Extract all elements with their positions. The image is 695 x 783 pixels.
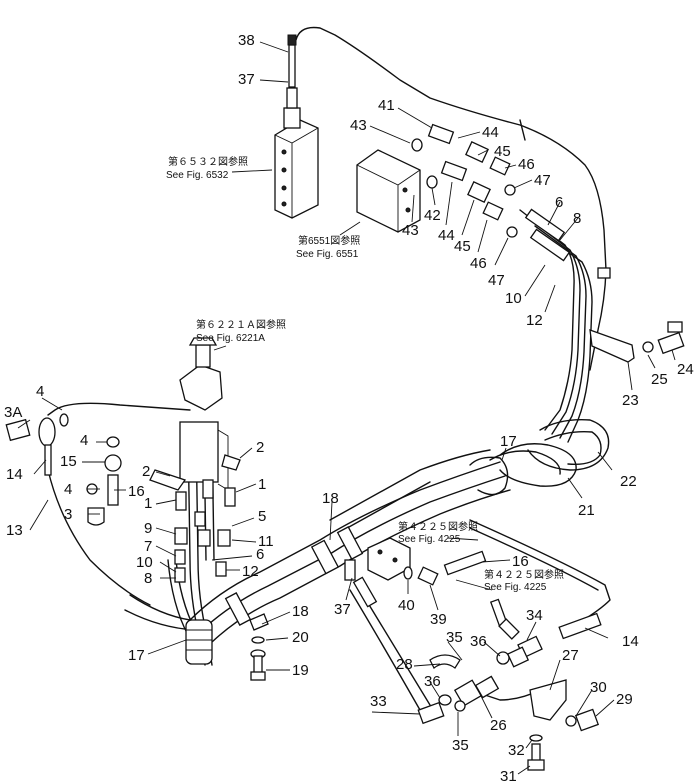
callout-26: 26 <box>490 717 507 734</box>
callout-43: 43 <box>350 117 367 134</box>
callout-46: 46 <box>518 156 535 173</box>
callout-2: 2 <box>256 439 264 456</box>
callout-47: 47 <box>488 272 505 289</box>
callout-31: 31 <box>500 768 517 783</box>
callout-7: 7 <box>144 538 152 555</box>
callout-8: 8 <box>144 570 152 587</box>
ref-6221a-en: See Fig. 6221A <box>196 333 265 344</box>
valve-block-6532 <box>274 34 319 219</box>
callout-8: 8 <box>573 210 581 227</box>
callout-18: 18 <box>292 603 309 620</box>
bracket-23-bolt-24 <box>589 321 685 363</box>
ref-6532-jp: 第６５３２図参照 <box>168 155 248 168</box>
callout-1: 1 <box>258 476 266 493</box>
callout-numbers: 38 37 41 43 44 45 46 47 6 8 42 43 44 45 … <box>4 32 694 783</box>
valve-block-6551 <box>356 149 421 233</box>
callout-14: 14 <box>622 633 639 650</box>
callout-33: 33 <box>370 693 387 710</box>
callout-37: 37 <box>334 601 351 618</box>
junction-block-4225 <box>344 537 487 608</box>
ref-6551-en: See Fig. 6551 <box>296 249 359 260</box>
callout-5: 5 <box>258 508 266 525</box>
callout-4: 4 <box>64 481 72 498</box>
callout-43: 43 <box>402 222 419 239</box>
callout-39: 39 <box>430 611 447 628</box>
callout-46: 46 <box>470 255 487 272</box>
ref-6551-jp: 第6551図参照 <box>298 234 360 247</box>
sensor-fittings-left <box>5 413 122 526</box>
callout-3a: 3A <box>4 404 22 421</box>
callout-3: 3 <box>64 506 72 523</box>
callout-25: 25 <box>651 371 668 388</box>
clamp-block-17 <box>185 613 269 681</box>
callout-17: 17 <box>500 433 517 450</box>
callout-10: 10 <box>136 554 153 571</box>
callout-11: 11 <box>258 533 274 550</box>
callout-18: 18 <box>322 490 339 507</box>
callout-44: 44 <box>438 227 455 244</box>
ref-4225a-en: See Fig. 4225 <box>398 534 461 545</box>
callout-6: 6 <box>256 546 264 563</box>
callout-28: 28 <box>396 656 413 673</box>
callout-15: 15 <box>60 453 77 470</box>
callout-22: 22 <box>620 473 637 490</box>
callout-6: 6 <box>555 194 563 211</box>
callout-35: 35 <box>452 737 469 754</box>
figure-references: 第６５３２図参照 See Fig. 6532 第6551図参照 See Fig.… <box>166 155 564 593</box>
callout-32: 32 <box>508 742 525 759</box>
callout-29: 29 <box>616 691 633 708</box>
fittings-center <box>174 479 236 583</box>
fittings-upper-right <box>411 123 611 279</box>
callout-47: 47 <box>534 172 551 189</box>
leader-lines <box>17 41 676 775</box>
callout-2: 2 <box>142 463 150 480</box>
callout-21: 21 <box>578 502 595 519</box>
callout-19: 19 <box>292 662 309 679</box>
callout-44: 44 <box>482 124 499 141</box>
callout-36: 36 <box>470 633 487 650</box>
callout-42: 42 <box>424 207 441 224</box>
callout-1: 1 <box>144 495 152 512</box>
valve-6221a <box>149 337 241 491</box>
ref-4225a-jp: 第４２２５図参照 <box>398 520 478 533</box>
callout-30: 30 <box>590 679 607 696</box>
callout-17: 17 <box>128 647 145 664</box>
callout-37: 37 <box>238 71 255 88</box>
ref-6532-en: See Fig. 6532 <box>166 170 229 181</box>
callout-40: 40 <box>398 597 415 614</box>
callout-35: 35 <box>446 629 463 646</box>
callout-16: 16 <box>128 483 145 500</box>
callout-14: 14 <box>6 466 23 483</box>
callout-41: 41 <box>378 97 395 114</box>
callout-16: 16 <box>512 553 529 570</box>
callout-9: 9 <box>144 520 152 537</box>
callout-34: 34 <box>526 607 543 624</box>
ref-6221a-jp: 第６２２１Ａ図参照 <box>196 318 286 331</box>
callout-23: 23 <box>622 392 639 409</box>
callout-24: 24 <box>677 361 694 378</box>
callout-4: 4 <box>80 432 88 449</box>
callout-12: 12 <box>242 563 259 580</box>
callout-27: 27 <box>562 647 579 664</box>
callout-36: 36 <box>424 673 441 690</box>
callout-38: 38 <box>238 32 255 49</box>
callout-10: 10 <box>505 290 522 307</box>
callout-45: 45 <box>454 238 471 255</box>
callout-12: 12 <box>526 312 543 329</box>
fittings-lower-right <box>417 598 602 771</box>
callout-20: 20 <box>292 629 309 646</box>
callout-4: 4 <box>36 383 44 400</box>
ref-4225b-jp: 第４２２５図参照 <box>484 568 564 581</box>
callout-45: 45 <box>494 143 511 160</box>
callout-13: 13 <box>6 522 23 539</box>
ref-4225b-en: See Fig. 4225 <box>484 582 547 593</box>
